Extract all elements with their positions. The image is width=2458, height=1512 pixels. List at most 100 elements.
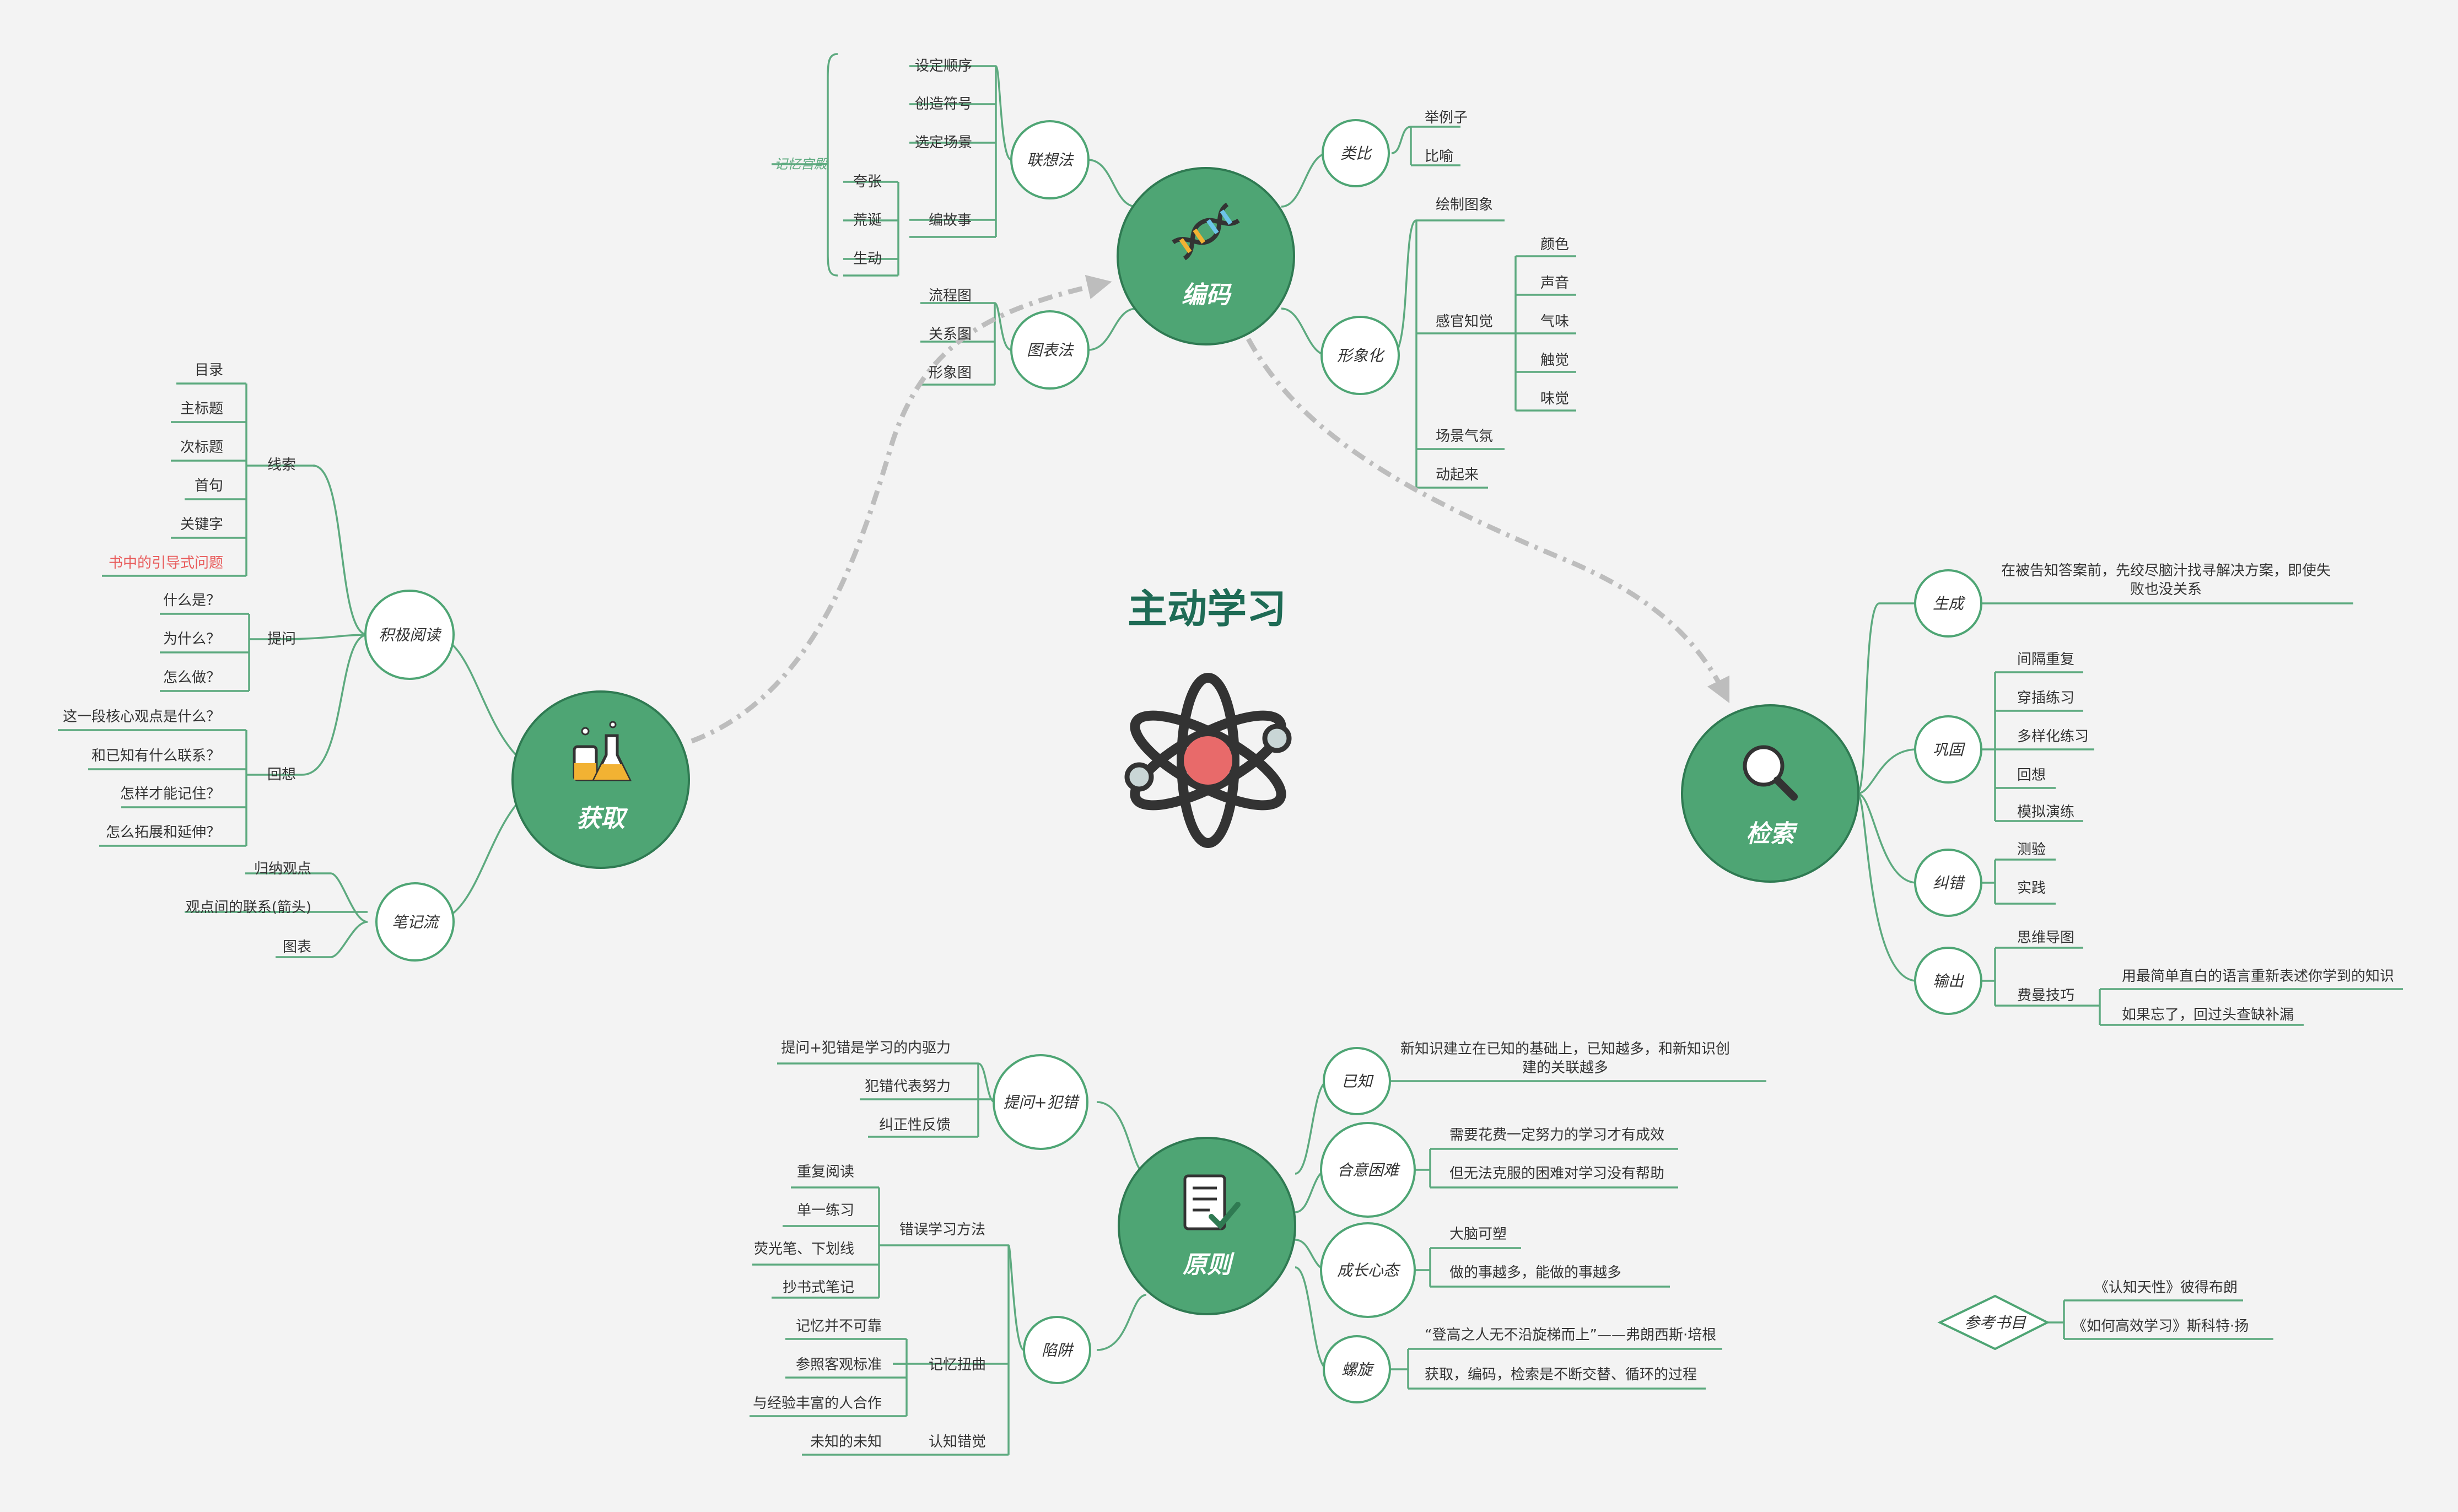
label-sheding-shunxu: 设定顺序 (915, 58, 972, 74)
label-huangdan: 荒诞 (853, 212, 882, 229)
topic-shuchu[interactable]: 输出 (1914, 947, 1982, 1015)
label-qiwei: 气味 (1540, 314, 1569, 330)
label-chujue: 触觉 (1540, 352, 1569, 369)
flow-arrows (691, 274, 1730, 744)
label-biyu: 比喻 (1425, 148, 1453, 165)
hub-principle-label: 原则 (1183, 1251, 1235, 1279)
label-duoyanghua-lianxi: 多样化练习 (2017, 728, 2089, 745)
label-jiuzheng-fankui: 纠正性反馈 (879, 1117, 951, 1133)
label-xiansuo: 线索 (267, 457, 296, 473)
label-ganguan-zhijue: 感官知觉 (1436, 314, 1493, 330)
dna-icon (1172, 202, 1240, 261)
topic-lianxiangfa[interactable]: 联想法 (1010, 120, 1090, 199)
label-kuazhang: 夸张 (853, 174, 882, 190)
label-yanse: 颜色 (1540, 236, 1569, 253)
topic-yizhi[interactable]: 已知 (1323, 1047, 1391, 1115)
label-shijian: 实践 (2017, 880, 2046, 897)
label-shengyin: 声音 (1540, 275, 1569, 291)
label-zuodeyueduo: 做的事越多，能做的事越多 (1449, 1265, 1621, 1281)
label-hexin-guandian: 这一段核心观点是什么？ (63, 709, 220, 725)
hub-acquire-label: 获取 (576, 804, 628, 833)
label-luoxuan-1: “登高之人无不沿旋梯而上”——弗朗西斯·培根 (1425, 1327, 1716, 1343)
label-julizi: 举例子 (1425, 110, 1468, 126)
label-ceyan: 测验 (2017, 841, 2046, 858)
label-chuangzao-fuhao: 创造符号 (915, 96, 972, 112)
label-yizhi-1: 新知识建立在已知的基础上，已知越多，和新知识创 (1400, 1041, 1730, 1057)
label-guanjianzi: 关键字 (180, 516, 223, 533)
label-jiyi-gongdian: 记忆宫殿 (774, 156, 829, 172)
svg-text:巩固: 巩固 (1933, 741, 1966, 759)
label-canzhao-biaozhun: 参照客观标准 (796, 1357, 882, 1373)
topic-shengcheng[interactable]: 生成 (1914, 569, 1982, 638)
checklist-icon (1183, 1174, 1241, 1230)
flask-icon (573, 721, 632, 781)
label-yizhi-lianxi: 和已知有什么联系？ (91, 748, 220, 764)
hub-principle[interactable]: 原则 (1118, 1137, 1296, 1315)
label-renzhi-cuojue: 认知错觉 (929, 1434, 986, 1450)
topic-chengzhang-xintai[interactable]: 成长心态 (1320, 1222, 1416, 1318)
label-zhubiaoti: 主标题 (180, 401, 223, 417)
svg-text:生成: 生成 (1933, 595, 1966, 613)
svg-text:螺旋: 螺旋 (1341, 1360, 1374, 1379)
label-luoxuan-2: 获取，编码，检索是不断交替、循环的过程 (1425, 1367, 1697, 1383)
hub-retrieve-label: 检索 (1746, 820, 1798, 848)
topic-jiucuo[interactable]: 纠错 (1914, 849, 1982, 917)
label-jiyi-bukekao: 记忆并不可靠 (796, 1318, 882, 1335)
label-moni-yanlian: 模拟演练 (2017, 804, 2074, 820)
hub-encode[interactable]: 编码 (1117, 167, 1295, 345)
label-feiman-2: 如果忘了，回过头查缺补漏 (2122, 1007, 2294, 1023)
label-huixiang2: 回想 (2017, 767, 2046, 784)
label-xingxiangtu: 形象图 (929, 365, 972, 381)
label-yizhi-2: 建的关联越多 (1522, 1060, 1608, 1076)
hub-acquire[interactable]: 获取 (511, 690, 690, 869)
topic-tiwen-fancuo[interactable]: 提问+犯错 (993, 1054, 1088, 1150)
topic-luoxuan[interactable]: 螺旋 (1323, 1335, 1391, 1403)
topic-heyi-kunnan[interactable]: 合意困难 (1320, 1122, 1416, 1218)
label-zenmezuo: 怎么做？ (163, 669, 220, 686)
label-cibiaoti: 次标题 (180, 439, 223, 456)
label-shouju: 首句 (195, 478, 223, 494)
svg-text:积极阅读: 积极阅读 (379, 626, 442, 644)
label-fancuo-daibiao: 犯错代表努力 (865, 1078, 951, 1095)
label-jingyan-hezuo: 与经验丰富的人合作 (753, 1395, 882, 1412)
label-tuozhan: 怎么拓展和延伸？ (106, 824, 220, 841)
label-changjing-qifen: 场景气氛 (1436, 428, 1493, 445)
label-shengcheng-1: 在被告知答案前，先绞尽脑汁找寻解决方案，即使失 (2001, 563, 2331, 579)
svg-text:笔记流: 笔记流 (392, 913, 440, 931)
topic-jijiyuedu[interactable]: 积极阅读 (364, 590, 455, 680)
label-chaoshu-biji: 抄书式笔记 (783, 1279, 854, 1296)
label-tiwen: 提问 (267, 631, 296, 647)
topic-nodes: 积极阅读 笔记流 联想法 图表法 类比 形象化 生成 巩固 纠错 输出 提问+犯… (364, 119, 2050, 1403)
label-mulu: 目录 (195, 362, 223, 379)
label-xuanding-changjing: 选定场景 (915, 134, 972, 151)
magnifier-icon (1743, 745, 1798, 801)
label-huizhi-tuxiang: 绘制图象 (1436, 197, 1493, 213)
label-tubiao: 图表 (283, 939, 311, 955)
label-lianxi-jiantou: 观点间的联系(箭头) (186, 899, 311, 916)
topic-xingxianghua[interactable]: 形象化 (1320, 316, 1400, 395)
label-guanxitu: 关系图 (929, 326, 972, 343)
label-chuancha-lianxi: 穿插练习 (2017, 690, 2074, 706)
label-danyi-lianxi: 单一练习 (797, 1202, 854, 1219)
label-shu-1: 《认知天性》彼得布朗 (2094, 1279, 2238, 1296)
topic-xianjing[interactable]: 陷阱 (1023, 1316, 1091, 1384)
label-jiyi-niuqu: 记忆扭曲 (929, 1357, 986, 1373)
topic-cankao-shumu[interactable]: 参考书目 (1937, 1294, 2050, 1351)
label-weizhi: 未知的未知 (810, 1434, 882, 1450)
topic-gonggu[interactable]: 巩固 (1914, 715, 1982, 784)
label-cuowu-fangfa: 错误学习方法 (899, 1222, 985, 1238)
topic-leibi[interactable]: 类比 (1322, 119, 1390, 187)
svg-text:纠错: 纠错 (1933, 874, 1966, 892)
label-tiwen-fancuo-1: 提问+犯错是学习的内驱力 (781, 1040, 951, 1056)
label-heyi-1: 需要花费一定努力的学习才有成效 (1449, 1127, 1664, 1143)
label-feiman-jiqiao: 费曼技巧 (2017, 987, 2074, 1004)
hub-retrieve[interactable]: 检索 (1681, 704, 1859, 883)
label-liuchengtu: 流程图 (929, 288, 972, 304)
svg-text:参考书目: 参考书目 (1964, 1314, 2026, 1332)
svg-text:已知: 已知 (1341, 1072, 1374, 1090)
topic-bijiliu[interactable]: 笔记流 (375, 882, 455, 962)
label-shu-2: 《如何高效学习》斯科特·扬 (2072, 1318, 2249, 1335)
topic-tubiaofa[interactable]: 图表法 (1010, 310, 1090, 390)
label-bian-gushi: 编故事 (929, 212, 972, 229)
